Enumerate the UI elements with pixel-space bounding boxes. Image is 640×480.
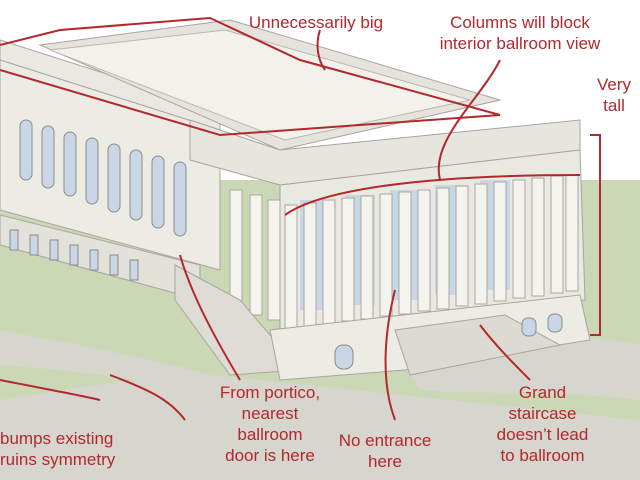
outline-roof <box>0 16 501 137</box>
roof-top <box>49 29 471 141</box>
path-left <box>0 330 230 395</box>
podium-windows <box>334 313 563 370</box>
annotation-columns-block: Columns will block interior ballroom vie… <box>439 13 601 53</box>
annotation-unnecessarily-big: Unnecessarily big <box>248 13 384 32</box>
leader-bumps <box>109 374 186 421</box>
annotation-bumps-existing: bumps existing ruins symmetry <box>0 429 116 469</box>
height-bracket <box>590 134 601 336</box>
outline-colonnade <box>284 174 581 216</box>
leader-big <box>316 29 326 71</box>
leader-bumps-2 <box>0 379 101 401</box>
leader-portico <box>179 254 241 381</box>
grand-stair <box>394 314 562 376</box>
left-stair <box>174 264 302 376</box>
leader-columns <box>437 59 501 181</box>
left-wing-windows <box>19 119 187 237</box>
annotation-very-tall: Very tall <box>596 75 632 115</box>
annotation-marks <box>0 16 601 421</box>
leader-staircase <box>479 324 531 381</box>
leader-entrance <box>384 289 396 421</box>
path-lower <box>0 376 640 480</box>
annotation-no-entrance: No entrance here <box>338 431 432 471</box>
annotation-grand-staircase: Grand staircase doesn’t lead to ballroom <box>496 383 589 465</box>
terrace-windows <box>9 229 139 281</box>
annotation-from-portico: From portico, nearest ballroom door is h… <box>219 383 321 465</box>
